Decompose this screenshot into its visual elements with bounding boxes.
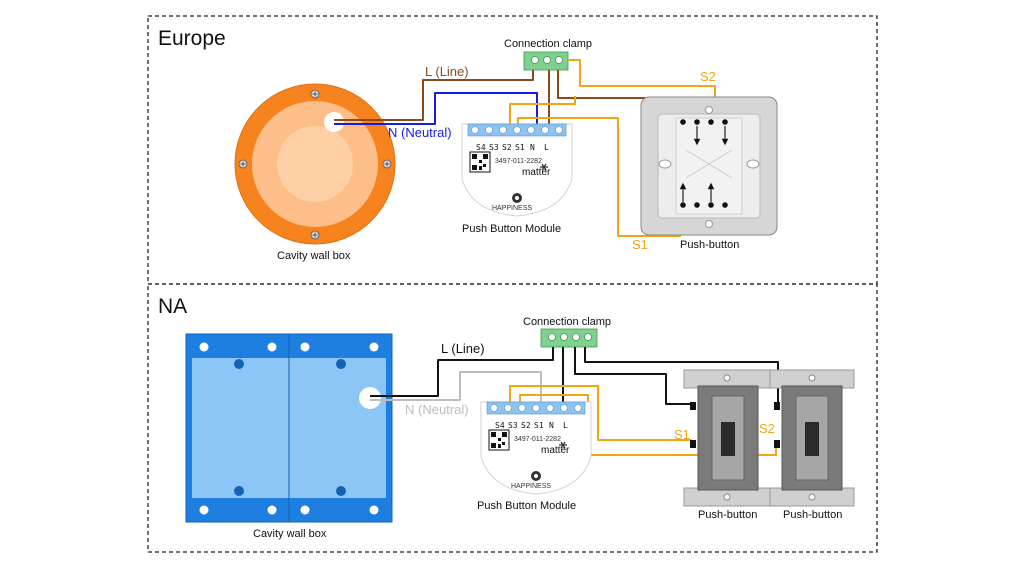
eu-line-label: L (Line) xyxy=(425,64,469,79)
pin-s1: S1 xyxy=(534,421,544,430)
na-line-wire xyxy=(370,347,554,397)
na-title: NA xyxy=(158,295,187,318)
europe-cavity-wall-box xyxy=(234,83,396,245)
na-s1-wire xyxy=(509,385,692,441)
na-cavity-wall-box xyxy=(185,333,393,523)
europe-connection-clamp xyxy=(523,51,569,71)
europe-push-button-module: S4 S3 S2 S1 N L 3497-011-2282 matter HAP… xyxy=(461,123,573,217)
na-module-label: Push Button Module xyxy=(477,500,576,512)
na-region-frame xyxy=(147,283,878,553)
europe-clamp-label: Connection clamp xyxy=(504,38,592,50)
pin-s4: S4 xyxy=(495,421,505,430)
pin-s2: S2 xyxy=(521,421,531,430)
pin-s3: S3 xyxy=(508,421,518,430)
module-model: 3497-011-2282 xyxy=(495,158,542,165)
europe-title: Europe xyxy=(158,27,226,50)
eu-neutral-label: N (Neutral) xyxy=(388,125,452,140)
eu-line-wire xyxy=(334,70,534,121)
na-s2-label: S2 xyxy=(759,421,775,436)
europe-box-label: Cavity wall box xyxy=(277,250,351,262)
pin-s2: S2 xyxy=(502,143,512,152)
module-brand: matter xyxy=(522,167,551,178)
na-s1-label: S1 xyxy=(674,427,690,442)
module-maker: HAPPINESS xyxy=(511,483,551,490)
na-push-button-2 xyxy=(769,369,855,507)
na-push-button-1 xyxy=(683,369,771,507)
pin-n: N xyxy=(530,143,535,152)
pin-n: N xyxy=(549,421,554,430)
na-push-button-module: S4 S3 S2 S1 N L 3497-011-2282 matter HAP… xyxy=(480,401,592,495)
pin-l: L xyxy=(544,143,549,152)
na-neutral-wire xyxy=(370,371,542,404)
europe-switch-label: Push-button xyxy=(680,239,739,251)
na-switch1-label: Push-button xyxy=(698,509,757,521)
pin-s3: S3 xyxy=(489,143,499,152)
module-model: 3497-011-2282 xyxy=(514,436,561,443)
cable-entry-hole xyxy=(359,387,381,409)
module-brand: matter xyxy=(541,445,570,456)
module-maker: HAPPINESS xyxy=(492,205,532,212)
cable-entry-hole xyxy=(324,112,344,132)
na-neutral-label: N (Neutral) xyxy=(405,402,469,417)
na-switch2-label: Push-button xyxy=(783,509,842,521)
na-line-label: L (Line) xyxy=(441,341,485,356)
europe-push-button xyxy=(640,96,778,236)
eu-s1-label: S1 xyxy=(632,237,648,252)
na-box-label: Cavity wall box xyxy=(253,528,327,540)
na-clamp-label: Connection clamp xyxy=(523,316,611,328)
pin-l: L xyxy=(563,421,568,430)
pin-s1: S1 xyxy=(515,143,525,152)
na-connection-clamp xyxy=(540,328,598,348)
na-line-to-switch1 xyxy=(574,347,692,405)
europe-module-label: Push Button Module xyxy=(462,223,561,235)
eu-s2-label: S2 xyxy=(700,69,716,84)
pin-s4: S4 xyxy=(476,143,486,152)
